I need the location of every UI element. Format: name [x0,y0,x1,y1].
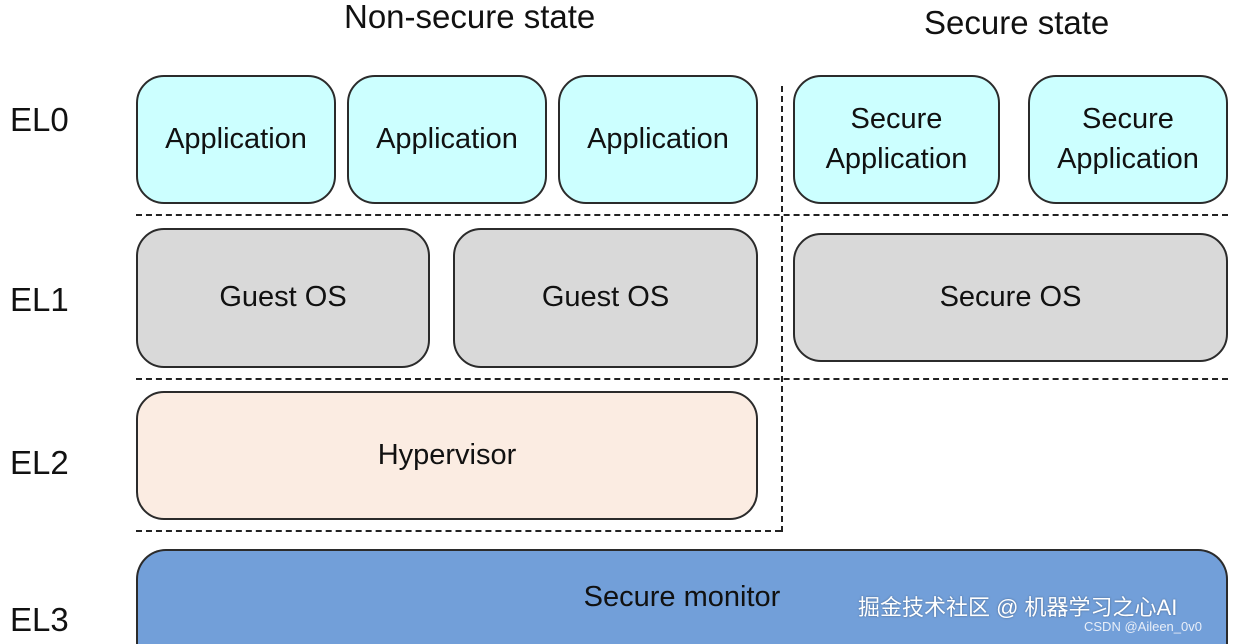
secure-os-box: Secure OS [793,233,1228,362]
security-state-divider [781,86,783,532]
el1-el2-boundary [136,378,1228,380]
secure-state-title: Secure state [924,4,1110,41]
secure-application-box-2: Secure Application [1028,75,1228,204]
el3-label: EL3 [10,601,69,638]
el2-el3-boundary [136,530,781,532]
watermark-text: 掘金技术社区 @ 机器学习之心AI [858,595,1178,620]
application-box-3: Application [558,75,758,204]
hypervisor-box: Hypervisor [136,391,758,520]
guest-os-box-1: Guest OS [136,228,430,368]
el0-el1-boundary [136,214,1228,216]
non-secure-state-title: Non-secure state [344,0,596,35]
secure-monitor-box: Secure monitor [136,549,1228,644]
el2-label: EL2 [10,444,69,481]
el0-label: EL0 [10,101,69,138]
secure-application-box-1: Secure Application [793,75,1000,204]
application-box-1: Application [136,75,336,204]
application-box-2: Application [347,75,547,204]
guest-os-box-2: Guest OS [453,228,758,368]
watermark-subtext: CSDN @Aileen_0v0 [1084,619,1202,634]
el1-label: EL1 [10,281,69,318]
